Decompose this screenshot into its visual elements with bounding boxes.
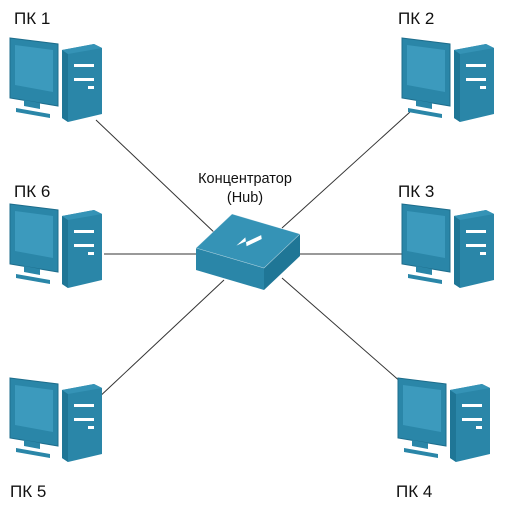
link-pc4 [281, 277, 411, 391]
connection-lines [95, 111, 411, 401]
link-pc1 [95, 119, 219, 237]
pc3-computer-icon [401, 203, 495, 289]
pc5-label: ПК 5 [10, 482, 47, 501]
pc1-label: ПК 1 [14, 9, 51, 28]
network-hub-icon [195, 213, 301, 290]
pc4-computer-icon [397, 377, 491, 463]
hub-label: Концентратор (Hub) [175, 170, 315, 208]
pc5-computer-icon [9, 377, 103, 463]
pc2-computer-icon [401, 37, 495, 123]
pc4-label: ПК 4 [396, 482, 433, 501]
pc6-label: ПК 6 [14, 182, 51, 201]
pc1-computer-icon [9, 37, 103, 123]
hub-subtitle: (Hub) [226, 190, 264, 206]
pc6-computer-icon [9, 203, 103, 289]
hub-title: Концентратор [198, 171, 292, 187]
link-pc5 [95, 279, 225, 401]
link-pc2 [281, 111, 411, 229]
pc2-label: ПК 2 [398, 9, 435, 28]
pc3-label: ПК 3 [398, 182, 435, 201]
